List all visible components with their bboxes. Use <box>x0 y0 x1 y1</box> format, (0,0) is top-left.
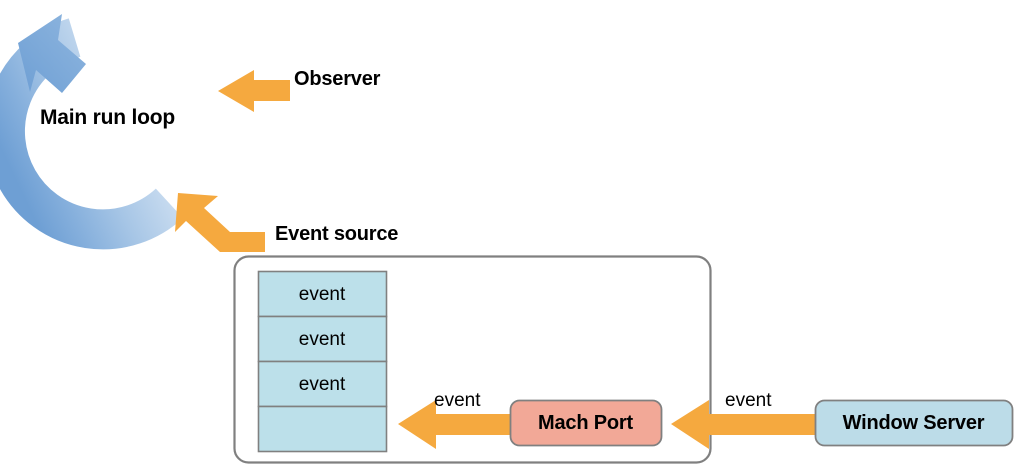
main-run-loop-label: Main run loop <box>40 106 176 129</box>
event-source-label: Event source <box>275 223 399 245</box>
event-cell-0[interactable] <box>257 270 388 318</box>
flow-arrow-label-mach-port-to-queue: event <box>434 390 481 411</box>
flow-arrow-window-server-to-mach-port <box>671 400 815 449</box>
mach-port-box[interactable] <box>509 399 663 447</box>
event-cell-label-1: event <box>298 329 346 350</box>
event-cell-3[interactable] <box>257 405 388 453</box>
run-loop-arrowhead <box>18 14 86 93</box>
observer-arrow <box>218 70 290 112</box>
window-server-box[interactable] <box>814 399 1014 447</box>
event-queue-cells <box>257 270 388 453</box>
observer-label: Observer <box>294 68 381 90</box>
event-source-container <box>233 255 712 464</box>
event-cell-label-2: event <box>298 374 346 395</box>
mach-port-label: Mach Port <box>538 412 633 434</box>
event-cell-label-0: event <box>298 284 346 305</box>
event-source-arrow <box>175 193 265 252</box>
window-server-label: Window Server <box>842 412 985 434</box>
event-cell-1[interactable] <box>257 315 388 363</box>
flow-arrow-mach-port-to-queue <box>398 400 512 449</box>
main-run-loop-ring <box>0 14 183 250</box>
flow-arrow-label-window-server-to-mach-port: event <box>725 390 772 411</box>
